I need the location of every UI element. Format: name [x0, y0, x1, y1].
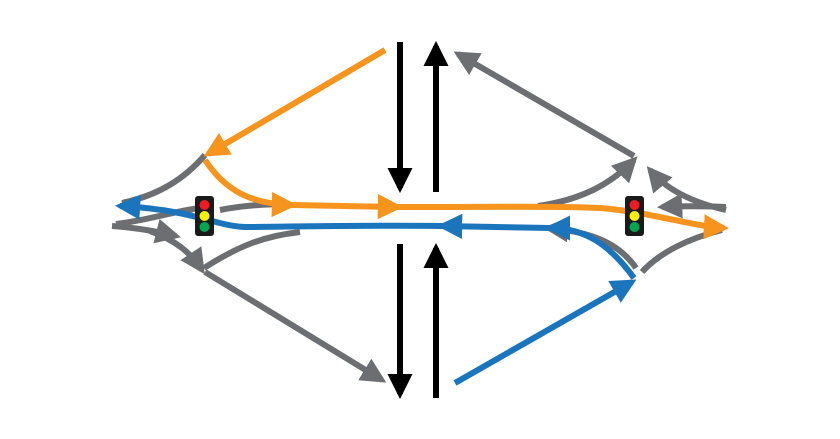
grey-east-through-in — [656, 193, 727, 219]
grey-west-node-out — [202, 229, 301, 271]
east-traffic-signal — [625, 196, 644, 236]
signal-red-light — [629, 200, 640, 210]
signal-green-light — [199, 222, 210, 232]
orange-diagonal-nw — [203, 47, 387, 157]
blue-west-segment — [114, 194, 443, 231]
blue-curve-east — [544, 215, 637, 280]
grey-west-lower-ramp — [148, 228, 205, 275]
orange-route — [202, 47, 730, 240]
signal-yellow-light — [199, 211, 210, 221]
signal-green-light — [629, 222, 640, 232]
signal-red-light — [199, 200, 210, 210]
grey-west-upper-ramp — [121, 153, 208, 206]
blue-center-segment — [436, 213, 551, 239]
orange-center-segment — [291, 194, 404, 220]
grey-west-lower-lane — [111, 218, 181, 244]
blue-route — [114, 194, 637, 386]
grey-west-upper-lane — [115, 205, 201, 227]
grey-east-lower-ramp — [639, 227, 723, 275]
grey-east-upper-ramp-in — [537, 156, 638, 209]
west-traffic-signal — [195, 196, 214, 236]
orange-curve-west — [202, 158, 298, 218]
signal-yellow-light — [629, 211, 640, 221]
grey-diagonal-sw — [203, 269, 387, 383]
blue-diagonal-se — [453, 279, 637, 386]
grey-diagonal-ne — [453, 51, 636, 159]
orange-east-segment — [397, 203, 730, 240]
crossroad-arrows — [387, 40, 449, 400]
